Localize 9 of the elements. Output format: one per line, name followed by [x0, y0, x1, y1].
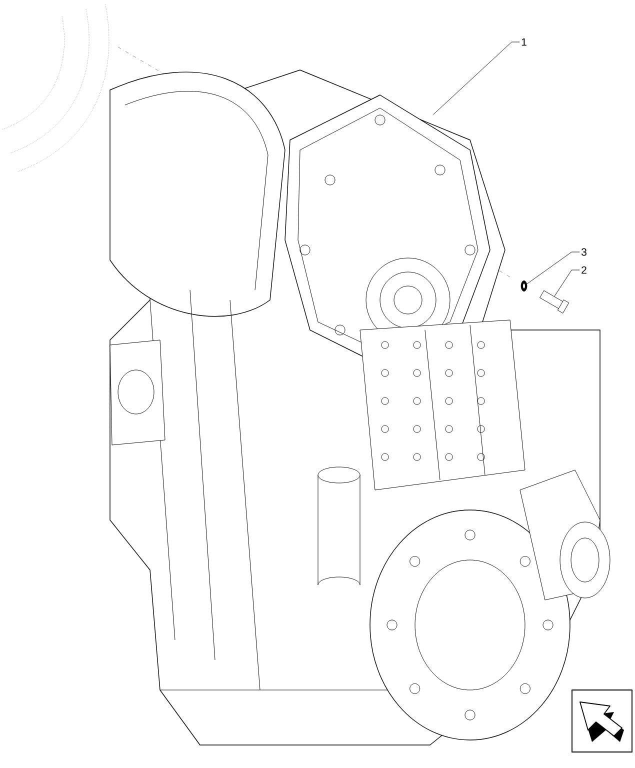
transmission-drawing: [110, 70, 610, 746]
bolt: [540, 290, 570, 314]
leader-line: [526, 252, 580, 284]
callout-number: 1: [522, 38, 526, 46]
leader-line: [432, 42, 520, 115]
washer: [520, 280, 528, 292]
callout-number: 3: [581, 248, 586, 256]
leader-line: [554, 270, 580, 297]
callout-number: 2: [582, 266, 586, 274]
